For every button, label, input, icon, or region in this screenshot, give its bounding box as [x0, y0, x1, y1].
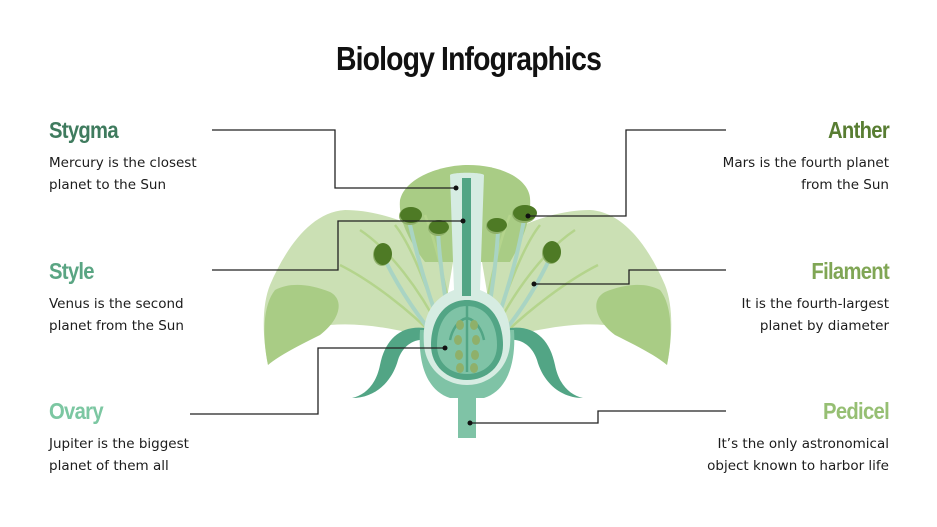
style-description: Venus is the second planet from the Sun	[49, 296, 184, 334]
right-petal	[480, 210, 672, 365]
style-inner	[462, 178, 471, 296]
label-pedicel: Pedicel It’s the only astronomical objec…	[639, 397, 890, 477]
sepals	[352, 327, 583, 398]
ovary-description: Jupiter is the biggest planet of them al…	[49, 436, 189, 474]
leader-lines	[190, 129, 726, 424]
anther-description: Mars is the fourth planet from the Sun	[722, 155, 889, 193]
anther-leader	[528, 129, 726, 217]
pedicel-title: Pedicel	[823, 398, 890, 424]
anther-title: Anther	[828, 117, 890, 143]
label-filament: Filament It is the fourth-largest planet…	[639, 257, 890, 337]
stygma-title: Stygma	[49, 117, 119, 143]
label-ovary: Ovary Jupiter is the biggest planet of t…	[49, 397, 299, 477]
filament-description: It is the fourth-largest planet by diame…	[741, 296, 889, 334]
ovary-title: Ovary	[49, 398, 104, 424]
label-anther: Anther Mars is the fourth planet from th…	[639, 116, 890, 196]
ovary-leader	[190, 347, 445, 415]
style-title: Style	[49, 258, 95, 284]
label-style: Style Venus is the second planet from th…	[49, 257, 299, 337]
page-title: Biology Infographics	[335, 40, 602, 77]
filament-title: Filament	[811, 258, 889, 284]
ovules	[448, 306, 486, 373]
left-petal	[263, 210, 455, 365]
leader-dots	[442, 185, 537, 426]
pedicel-leader	[470, 410, 726, 424]
label-stygma: Stygma Mercury is the closest planet to …	[49, 116, 299, 196]
filament-leader	[534, 269, 726, 285]
stygma-leader	[212, 129, 456, 189]
stygma-description: Mercury is the closest planet to the Sun	[49, 155, 197, 193]
style-leader	[212, 220, 463, 271]
pedicel-description: It’s the only astronomical object known …	[707, 436, 889, 474]
